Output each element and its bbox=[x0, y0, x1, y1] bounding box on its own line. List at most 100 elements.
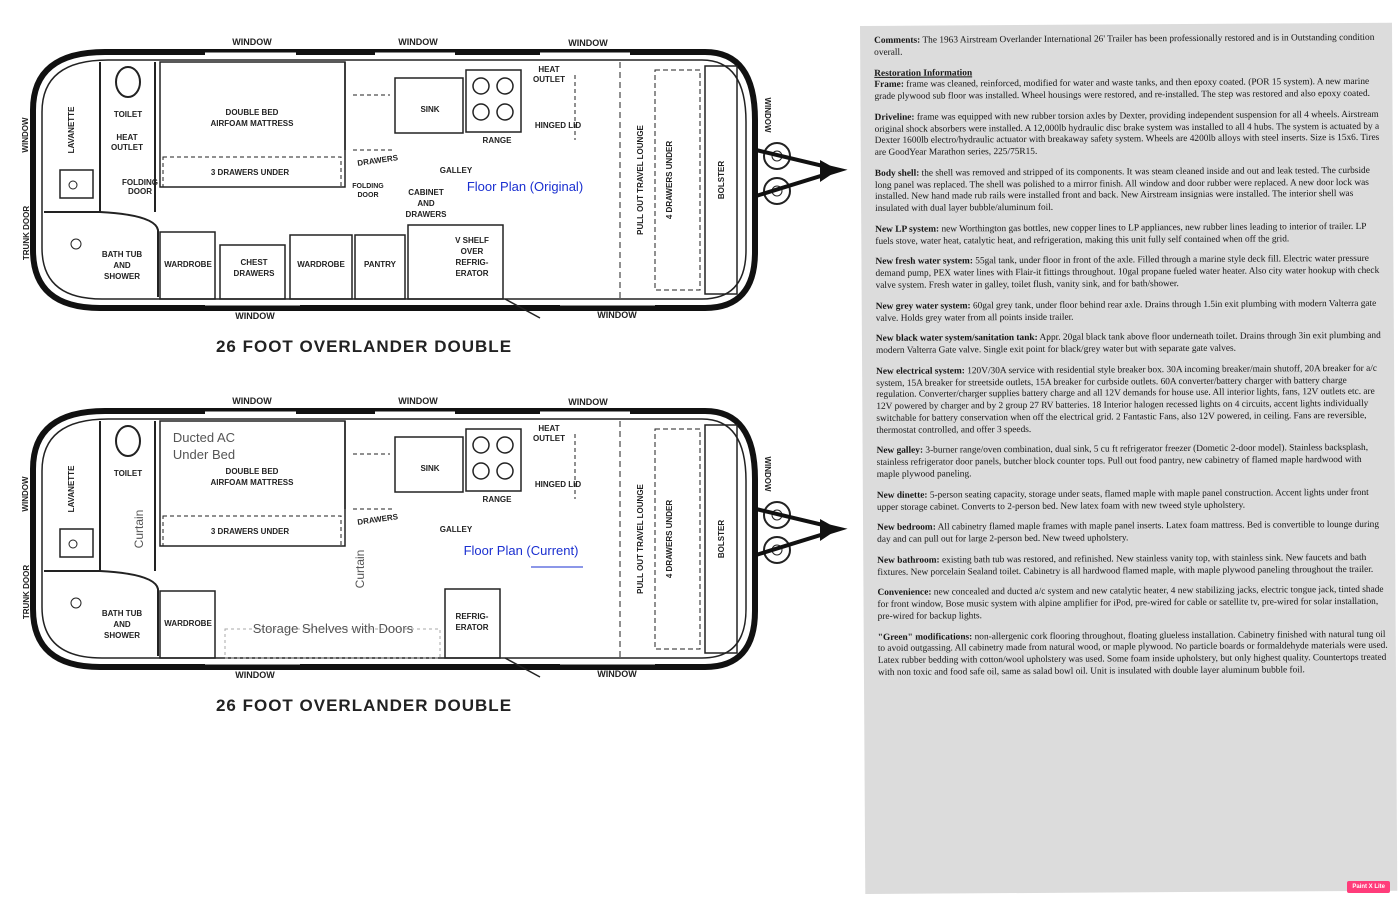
section-text: the shell was removed and stripped of it… bbox=[874, 165, 1370, 215]
trunk-door-label: TRUNK DOOR bbox=[22, 206, 31, 260]
sink-basin bbox=[394, 436, 464, 493]
window-label: WINDOW bbox=[398, 37, 438, 47]
range-label: RANGE bbox=[483, 495, 513, 504]
folding-door-label: DOOR bbox=[358, 192, 379, 199]
section-label: Convenience: bbox=[877, 587, 932, 599]
section-label: New LP system: bbox=[875, 224, 940, 235]
hinged-lid-label: HINGED LID bbox=[535, 480, 581, 489]
comments-label: Comments: bbox=[874, 35, 921, 46]
trailer-inner-wall bbox=[41, 59, 747, 300]
range-top bbox=[465, 428, 522, 492]
burner bbox=[472, 436, 490, 454]
section-text: new concealed and ducted a/c system and … bbox=[877, 585, 1384, 622]
drawers-label: DRAWERS bbox=[357, 153, 399, 168]
section-label: New galley: bbox=[876, 446, 924, 457]
bath-label: SHOWER bbox=[104, 631, 140, 640]
refrigerator-label: REFRIG- bbox=[456, 258, 489, 267]
tongue bbox=[755, 148, 848, 198]
folding-door-label: FOLDING bbox=[352, 183, 384, 190]
plan-caption: Floor Plan (Original) bbox=[467, 179, 583, 194]
bath-label: AND bbox=[113, 261, 131, 270]
storage-shelves bbox=[224, 628, 441, 659]
restoration-section: "Green" modifications: non-allergenic co… bbox=[878, 629, 1388, 679]
sink-drain bbox=[68, 539, 78, 549]
sink-basin bbox=[394, 77, 464, 134]
refrigerator-label: OVER bbox=[461, 247, 484, 256]
plan-title: 26 FOOT OVERLANDER DOUBLE bbox=[216, 696, 512, 715]
bed-drawers bbox=[162, 515, 342, 547]
curtain-label: Curtain bbox=[353, 550, 367, 589]
wardrobe-cabinet bbox=[159, 590, 216, 659]
burner bbox=[496, 462, 514, 480]
plan-shape bbox=[44, 570, 159, 656]
coupler bbox=[820, 160, 838, 182]
storage-note: Storage Shelves with Doors bbox=[253, 621, 414, 636]
window-label: WINDOW bbox=[232, 37, 272, 47]
bolster-cushion bbox=[704, 65, 738, 295]
window-label: WINDOW bbox=[597, 669, 637, 679]
restoration-section: Driveline: frame was equipped with new r… bbox=[875, 110, 1385, 160]
chest-cabinet bbox=[219, 244, 286, 300]
drawers-lounge-label: 4 DRAWERS UNDER bbox=[665, 500, 674, 578]
restoration-section: New electrical system: 120V/30A service … bbox=[876, 364, 1386, 438]
bolster-cushion bbox=[704, 424, 738, 654]
bath-label: BATH TUB bbox=[102, 250, 143, 259]
restoration-section: Frame: frame was cleaned, reinforced, mo… bbox=[874, 77, 1384, 104]
sink-drain bbox=[68, 180, 78, 190]
refrigerator-cabinet bbox=[444, 588, 501, 659]
tongue bbox=[755, 507, 848, 557]
section-text: 3-burner range/oven combination, dual si… bbox=[876, 443, 1369, 480]
comments-text: The 1963 Airstream Overlander Internatio… bbox=[874, 32, 1375, 58]
ducted-ac-note: Under Bed bbox=[173, 447, 235, 462]
section-label: New bedroom: bbox=[877, 522, 936, 534]
wardrobe-label: WARDROBE bbox=[164, 619, 212, 628]
plan-caption: Floor Plan (Current) bbox=[464, 543, 579, 558]
galley-label: GALLEY bbox=[440, 166, 473, 175]
toilet-icon bbox=[115, 66, 141, 98]
trailer-shell bbox=[30, 49, 758, 311]
range-label: RANGE bbox=[483, 136, 513, 145]
coupler bbox=[820, 519, 838, 541]
heat-outlet-label: OUTLET bbox=[533, 75, 565, 84]
bed-label: AIRFOAM MATTRESS bbox=[211, 478, 295, 487]
lavanette-label: LAVANETTE bbox=[67, 106, 76, 153]
toilet-label: TOILET bbox=[114, 110, 142, 119]
jack-wheel bbox=[763, 177, 791, 205]
pantry-label: PANTRY bbox=[364, 260, 397, 269]
tub-drain-icon bbox=[70, 238, 82, 250]
restoration-section: New bathroom: existing bath tub was rest… bbox=[877, 553, 1387, 580]
restoration-section: New black water system/sanitation tank: … bbox=[876, 331, 1386, 358]
entry-door bbox=[504, 657, 541, 678]
wardrobe-cabinet bbox=[289, 234, 353, 300]
section-label: Frame: bbox=[874, 80, 904, 91]
drawers-label: DRAWERS bbox=[357, 512, 399, 527]
burner bbox=[496, 436, 514, 454]
trunk-door-label: TRUNK DOOR bbox=[22, 565, 31, 619]
window-label: WINDOW bbox=[21, 117, 30, 153]
section-label: Driveline: bbox=[874, 112, 915, 123]
section-text: new Worthington gas bottles, new copper … bbox=[875, 221, 1367, 247]
bed-label: AIRFOAM MATTRESS bbox=[211, 119, 295, 128]
refrigerator-label: ERATOR bbox=[455, 623, 488, 632]
refrigerator-label: ERATOR bbox=[455, 269, 488, 278]
lavanette-label: LAVANETTE bbox=[67, 465, 76, 512]
refrigerator-label: REFRIG- bbox=[456, 612, 489, 621]
restoration-section: Body shell: the shell was removed and st… bbox=[875, 166, 1385, 216]
jack-wheel bbox=[763, 501, 791, 529]
heat-outlet-label: HEAT bbox=[116, 133, 137, 142]
galley-label: GALLEY bbox=[440, 525, 473, 534]
folding-door-label: FOLDING bbox=[122, 178, 158, 187]
restoration-section: New LP system: new Worthington gas bottl… bbox=[875, 222, 1385, 249]
app-watermark-badge: Paint X Lite bbox=[1347, 881, 1390, 893]
section-label: New black water system/sanitation tank: bbox=[875, 333, 1038, 345]
section-label: New grey water system: bbox=[875, 301, 971, 312]
drawers-lounge-label: 4 DRAWERS UNDER bbox=[665, 141, 674, 219]
sink-label: SINK bbox=[420, 105, 439, 114]
section-label: New electrical system: bbox=[876, 366, 965, 377]
refrigerator-cabinet bbox=[407, 224, 504, 300]
bath-label: BATH TUB bbox=[102, 609, 143, 618]
lounge-drawers bbox=[654, 69, 701, 291]
wardrobe-cabinet bbox=[159, 231, 216, 300]
tub-drain-icon bbox=[70, 597, 82, 609]
